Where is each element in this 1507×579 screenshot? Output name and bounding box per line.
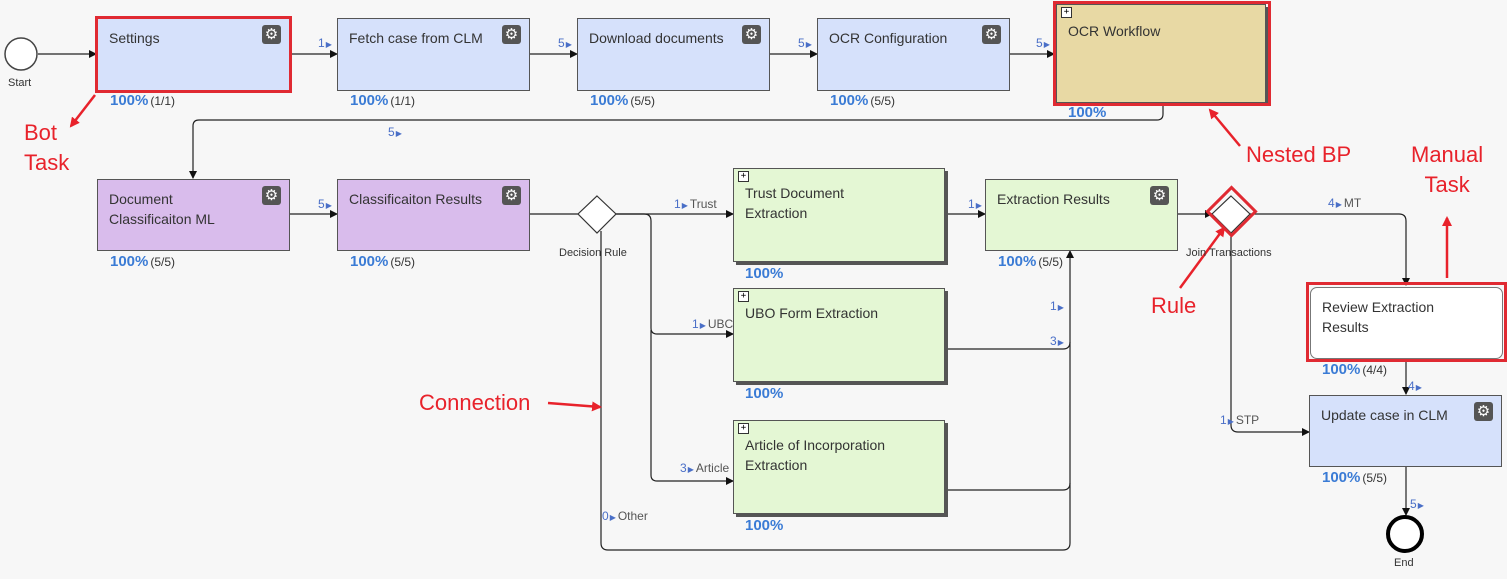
nested-bp-annotation-arrow [1208,108,1241,147]
connection-count-label: 5▶ [798,36,812,50]
connection-workflow-docclass[interactable] [189,106,1164,179]
gear-icon[interactable]: ⚙ [982,25,1001,44]
connection-count-label: 3▶Article [680,461,730,475]
task-progress: 100%(5/5) [350,253,416,270]
gear-icon[interactable]: ⚙ [1150,186,1169,205]
gear-icon[interactable]: ⚙ [742,25,761,44]
task-ocr-workflow[interactable]: + OCR Workflow [1056,4,1266,103]
task-update-case[interactable]: Update case in CLM ⚙ [1309,395,1502,467]
gear-icon[interactable]: ⚙ [502,186,521,205]
task-fetch-case[interactable]: Fetch case from CLM ⚙ [337,18,530,91]
connection-ubo-extraction[interactable] [948,341,1071,350]
task-title: OCR Configuration [829,30,948,46]
task-progress: 100% [745,265,784,282]
task-title: OCR Workflow [1068,23,1161,39]
task-progress: 100%(5/5) [110,253,176,270]
task-title: Update case in CLM [1321,407,1448,423]
task-progress: 100%(5/5) [998,253,1064,270]
task-title: Fetch case from CLM [349,30,483,46]
task-download-documents[interactable]: Download documents ⚙ [577,18,770,91]
connection-stp[interactable] [1230,233,1310,436]
task-ubo-extraction[interactable]: + UBO Form Extraction [733,288,945,382]
task-title: UBO Form Extraction [745,305,879,321]
task-progress: 100%(5/5) [1322,469,1388,486]
end-event[interactable] [1386,515,1424,553]
task-document-classification[interactable]: Document Classificaiton ML ⚙ [97,179,290,251]
expand-plus-icon[interactable]: + [738,171,749,182]
task-title: Classificaiton Results [349,191,483,207]
task-progress: 100%(5/5) [590,92,656,109]
start-event[interactable] [4,37,38,71]
connection-count-label: 1▶STP [1220,413,1260,427]
connection-count-label: 1▶UBC [692,317,734,331]
start-label: Start [8,77,32,89]
end-label: End [1394,557,1414,569]
decision-rule-label: Decision Rule [559,247,627,259]
connection-mt[interactable] [1250,213,1410,286]
task-settings[interactable]: Settings ⚙ [97,18,290,91]
connection-count-label: 5▶ [1410,497,1424,511]
connection-ubo[interactable] [616,213,734,338]
task-title: Document Classificaiton ML [109,191,215,227]
connection-article-extraction[interactable] [948,482,1071,491]
connection-count-label: 1▶ [968,197,982,211]
task-progress: 100% [745,517,784,534]
connection-annotation-arrow [547,401,602,412]
rule-annotation-arrow [1178,226,1226,289]
expand-plus-icon[interactable]: + [1061,7,1072,18]
expand-plus-icon[interactable]: + [738,423,749,434]
gear-icon[interactable]: ⚙ [262,186,281,205]
join-transactions-label: Join Transactions [1186,247,1272,259]
connection-count-label: 4▶ [1408,379,1422,393]
connection-article[interactable] [650,330,734,485]
task-progress: 100%(4/4) [1322,361,1388,378]
annotation-manual-task: Manual Task [1411,142,1484,197]
annotation-bot-task: Bot Task [24,120,70,175]
gear-icon[interactable]: ⚙ [262,25,281,44]
task-title: Review Extraction Results [1322,299,1435,335]
task-extraction-results[interactable]: Extraction Results ⚙ [985,179,1178,251]
connection-count-label: 0▶Other [602,509,648,523]
connection-count-label: 5▶ [318,197,332,211]
task-trust-extraction[interactable]: + Trust Document Extraction [733,168,945,262]
task-ocr-configuration[interactable]: OCR Configuration ⚙ [817,18,1010,91]
expand-plus-icon[interactable]: + [738,291,749,302]
join-transactions-gateway[interactable] [1211,195,1251,234]
gear-icon[interactable]: ⚙ [1474,402,1493,421]
connection-count-label: 3▶ [1050,334,1064,348]
task-title: Trust Document Extraction [745,185,845,221]
connection-count-label: 1▶Trust [674,197,717,211]
task-title: Extraction Results [997,191,1110,207]
task-progress: 100% [745,385,784,402]
decision-rule-gateway[interactable] [577,195,617,234]
gear-icon[interactable]: ⚙ [502,25,521,44]
task-article-extraction[interactable]: + Article of Incorporation Extraction [733,420,945,514]
task-classification-results[interactable]: Classificaiton Results ⚙ [337,179,530,251]
task-progress: 100%(1/1) [350,92,416,109]
task-progress: 100%(5/5) [830,92,896,109]
connection-count-label: 4▶MT [1328,196,1362,210]
task-progress: 100% [1068,104,1107,121]
connection-count-label: 5▶ [1036,36,1050,50]
task-title: Settings [109,30,160,46]
connection-other[interactable] [600,231,1074,551]
task-progress: 100%(1/1) [110,92,176,109]
task-title: Download documents [589,30,724,46]
task-title: Article of Incorporation Extraction [745,437,886,473]
connection-count-label: 1▶ [1050,299,1064,313]
connection-count-label: 1▶ [318,36,332,50]
task-review-extraction-results[interactable]: Review Extraction Results [1310,287,1503,359]
connection-count-label: 5▶ [388,125,402,139]
annotation-nested-bp: Nested BP [1246,142,1352,167]
annotation-connection: Connection [419,390,531,415]
connection-count-label: 5▶ [558,36,572,50]
bot-task-annotation-arrow [69,94,96,128]
annotation-rule: Rule [1151,293,1197,318]
